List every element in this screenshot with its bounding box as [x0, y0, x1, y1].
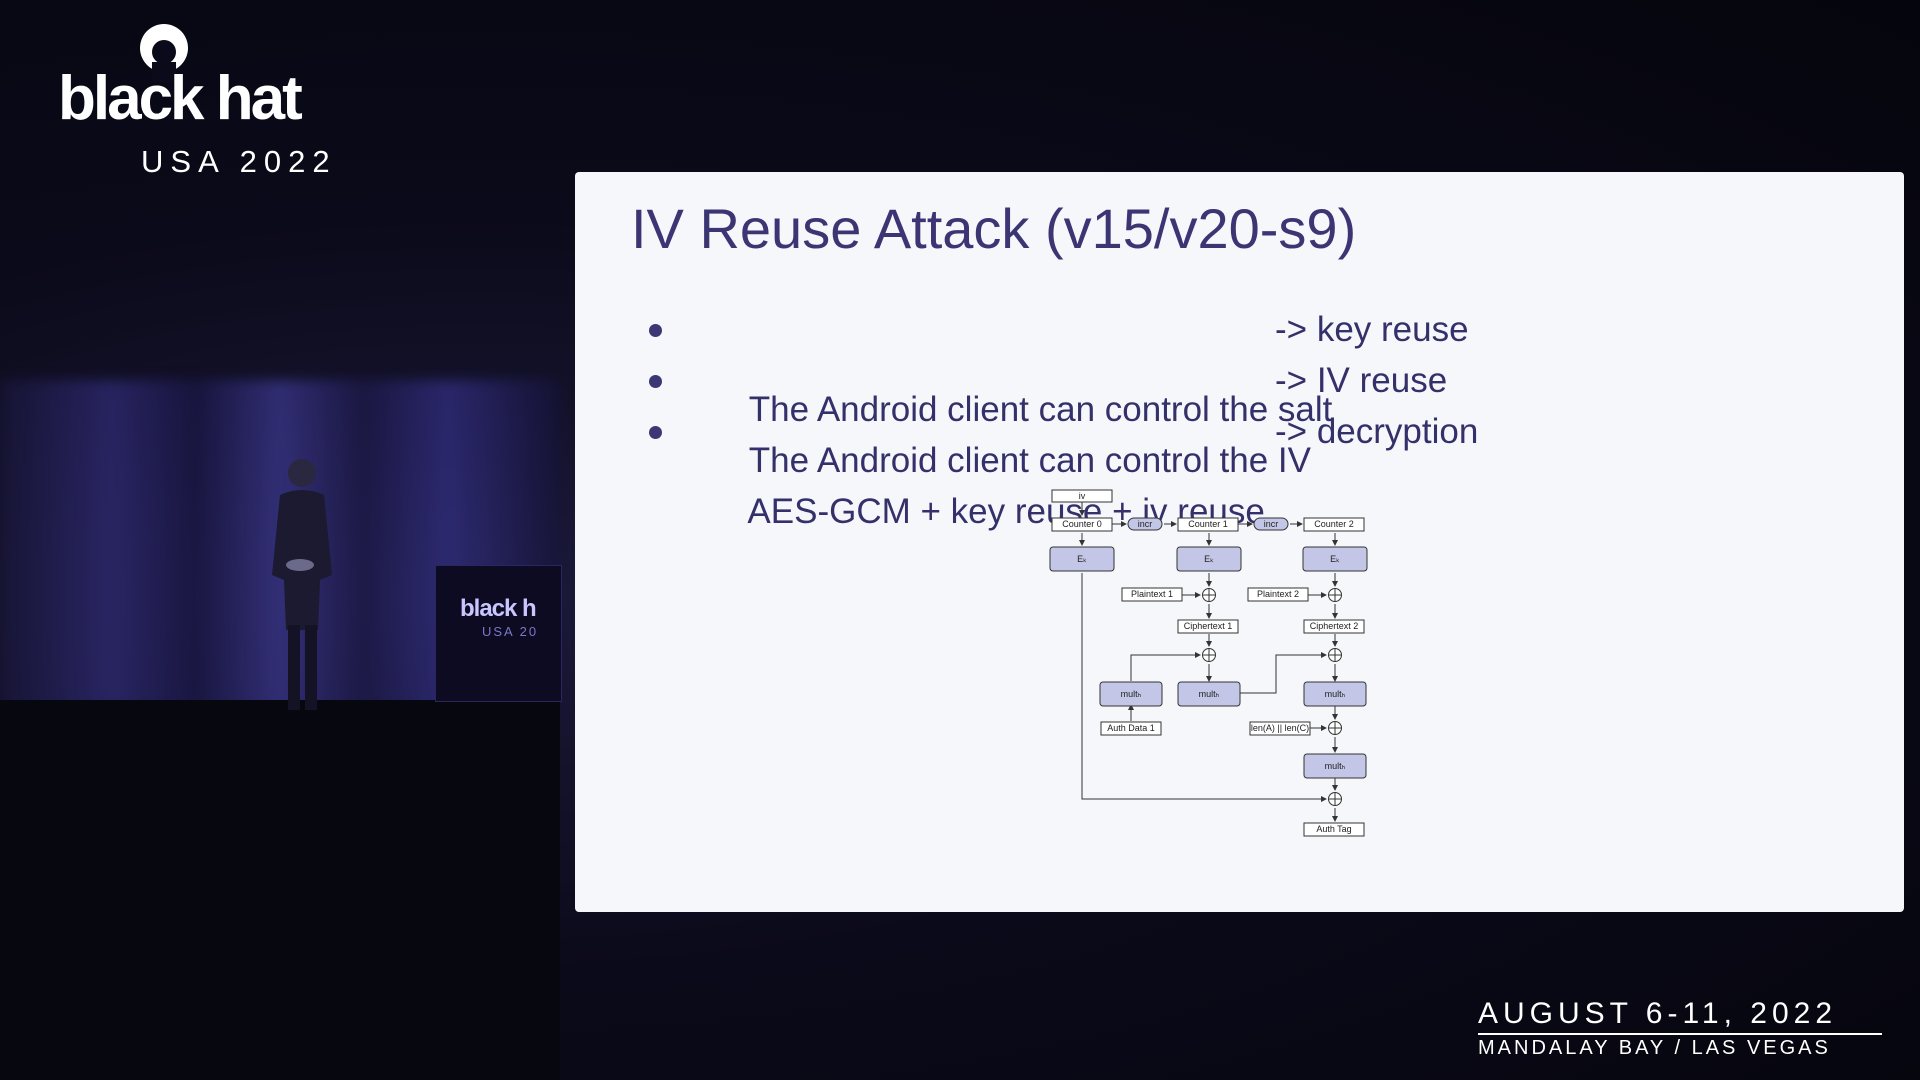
speaker-figure: [272, 459, 332, 710]
date-divider: [1478, 1033, 1882, 1035]
lectern-logo-subtext: USA 20: [482, 624, 539, 639]
bullet-result: -> decryption: [1275, 412, 1479, 451]
diagram-iv-label: iv: [1079, 491, 1086, 501]
diagram-ek-label: Eₖ: [1330, 554, 1340, 564]
slide-title: IV Reuse Attack (v15/v20-s9): [631, 197, 1357, 260]
diagram-len-label: len(A) || len(C): [1251, 723, 1309, 733]
diagram-counter2-label: Counter 2: [1314, 519, 1354, 529]
bullet-item: The Android client can control the salt …: [645, 310, 1469, 429]
lectern: [435, 565, 562, 702]
logo-wordmark: black hat: [58, 64, 303, 133]
diagram-auth-data-label: Auth Data 1: [1107, 723, 1155, 733]
bullet-result: -> key reuse: [1275, 310, 1469, 349]
diagram-ek-label: Eₖ: [1077, 554, 1087, 564]
diagram-plaintext1-label: Plaintext 1: [1131, 589, 1173, 599]
diagram-incr-label: incr: [1264, 519, 1279, 529]
bullet-list: The Android client can control the salt …: [645, 310, 1478, 531]
diagram-incr-label: incr: [1138, 519, 1153, 529]
event-venue: MANDALAY BAY / LAS VEGAS: [1478, 1037, 1831, 1059]
bullet-result: -> IV reuse: [1275, 361, 1448, 400]
bullet-lead: The Android client can control the IV: [748, 441, 1311, 480]
presentation-slide: IV Reuse Attack (v15/v20-s9) The Android…: [575, 172, 1904, 912]
diagram-mult-label: multₕ: [1325, 689, 1346, 699]
bullet-dot-icon: [649, 375, 662, 388]
diagram-counter0-label: Counter 0: [1062, 519, 1102, 529]
blackhat-logo: black hat USA 2022: [58, 22, 398, 177]
diagram-ciphertext1-label: Ciphertext 1: [1184, 621, 1233, 631]
bullet-lead: The Android client can control the salt: [748, 390, 1333, 429]
bullet-dot-icon: [649, 426, 662, 439]
diagram-mult-label: multₕ: [1199, 689, 1220, 699]
bullet-item: AES-GCM + key reuse + iv reuse -> decryp…: [645, 412, 1478, 531]
logo-subtitle: USA 2022: [141, 144, 337, 179]
stage-floor: [0, 700, 560, 1080]
diagram-mult-label: multₕ: [1325, 761, 1346, 771]
diagram-plaintext2-label: Plaintext 2: [1257, 589, 1299, 599]
diagram-ciphertext2-label: Ciphertext 2: [1310, 621, 1359, 631]
bullet-item: The Android client can control the IV ->…: [645, 361, 1447, 480]
diagram-counter1-label: Counter 1: [1188, 519, 1228, 529]
lectern-logo-text: black h: [460, 595, 537, 622]
event-date: AUGUST 6-11, 2022: [1478, 997, 1838, 1030]
diagram-auth-tag-label: Auth Tag: [1316, 824, 1351, 834]
aes-gcm-diagram: iv Counter 0 Counter 1 Counter 2 incr in…: [1049, 489, 1368, 837]
bullet-dot-icon: [649, 324, 662, 337]
blackhat-hat-icon: [140, 24, 188, 82]
diagram-ek-label: Eₖ: [1204, 554, 1214, 564]
diagram-mult-label: multₕ: [1121, 689, 1142, 699]
